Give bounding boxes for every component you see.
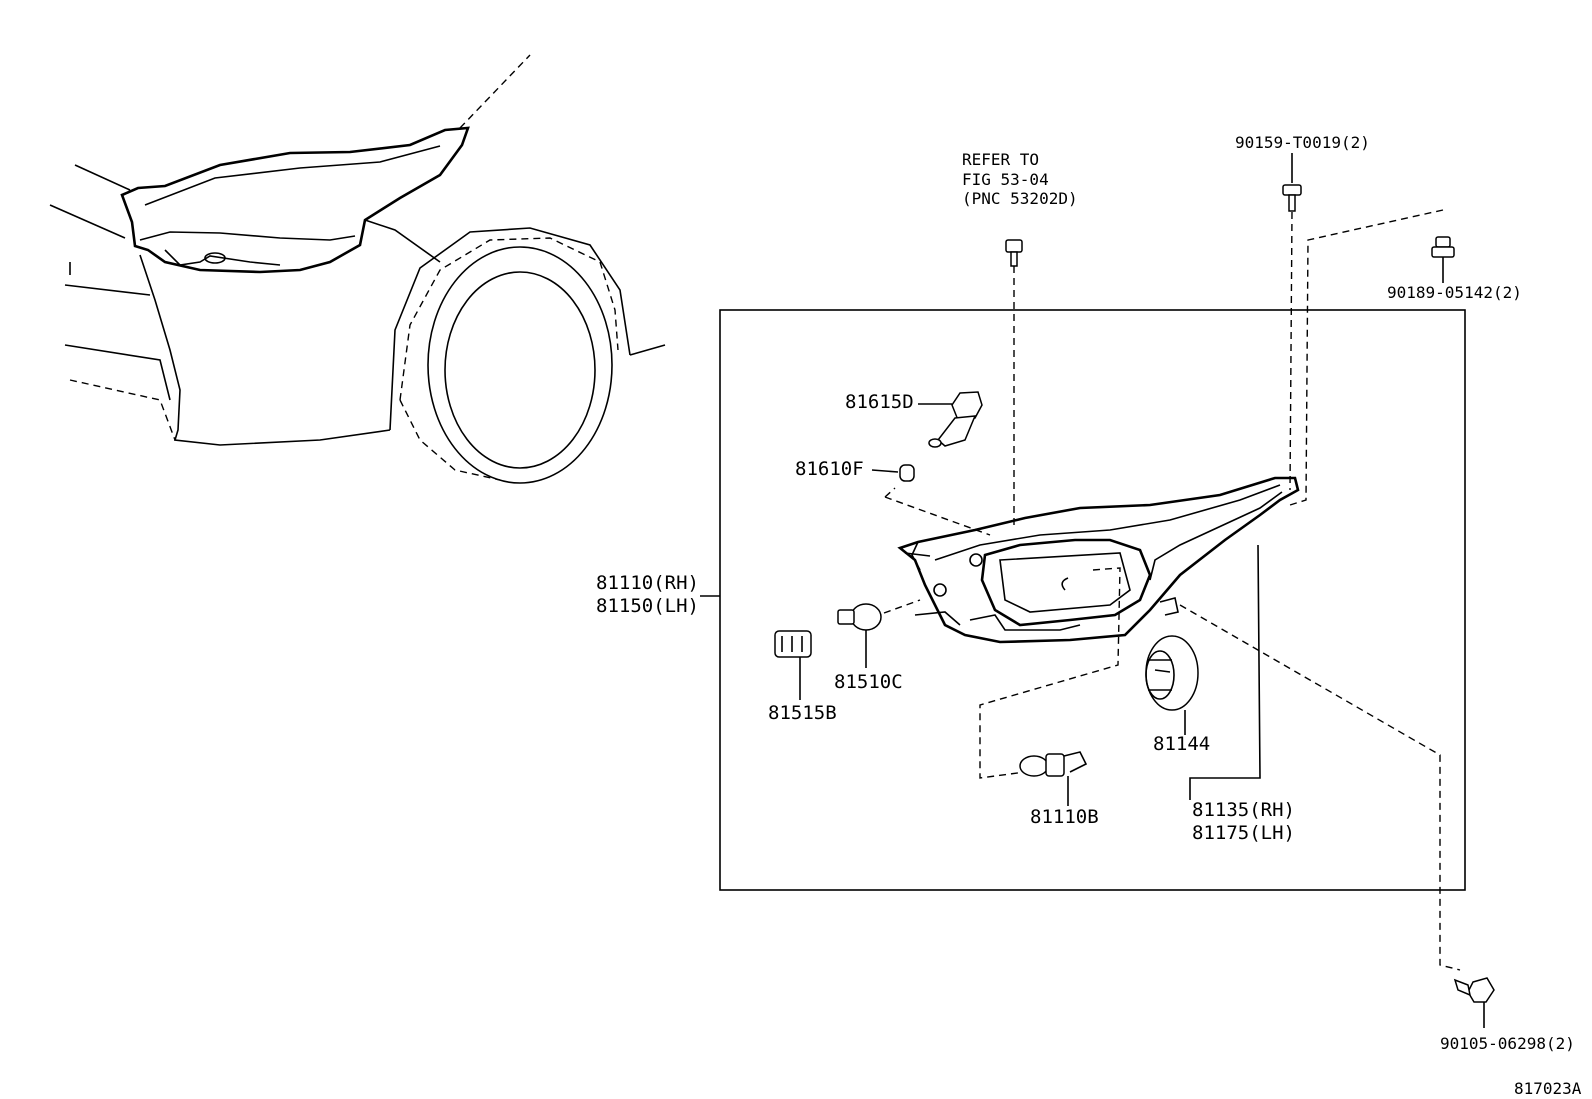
label-90105-06298: 90105-06298(2) bbox=[1440, 1034, 1575, 1053]
flange-bolt-icon bbox=[1453, 977, 1495, 1003]
label-81510c: 81510C bbox=[834, 671, 903, 693]
screw-icon bbox=[1282, 184, 1302, 212]
label-81110b: 81110B bbox=[1030, 806, 1099, 828]
assembly-frame bbox=[719, 309, 1466, 891]
refer-note: REFER TO FIG 53-04 (PNC 53202D) bbox=[962, 150, 1078, 208]
label-81144: 81144 bbox=[1153, 733, 1210, 755]
label-81135-rh: 81135(RH) bbox=[1192, 799, 1295, 821]
figure-id: 817023A bbox=[1514, 1079, 1582, 1098]
label-81110-rh: 81110(RH) bbox=[596, 572, 699, 594]
halogen-bulb-81110b-icon bbox=[1019, 751, 1088, 777]
vehicle-front-illustration bbox=[49, 54, 666, 484]
wedge-bulb-81610f-icon bbox=[899, 464, 915, 482]
label-81615d: 81615D bbox=[845, 391, 914, 413]
label-81515b: 81515B bbox=[768, 702, 837, 724]
label-90159-t0019: 90159-T0019(2) bbox=[1235, 133, 1370, 152]
clip-icon bbox=[1431, 236, 1455, 258]
label-81150-lh: 81150(LH) bbox=[596, 595, 699, 617]
mounting-bolt-icon bbox=[1005, 239, 1023, 267]
label-90189-05142: 90189-05142(2) bbox=[1387, 283, 1522, 302]
refer-line-2: FIG 53-04 bbox=[962, 170, 1049, 189]
socket-bulb-81615d-icon bbox=[928, 391, 983, 448]
headlamp-housing bbox=[897, 476, 1300, 644]
turn-bulb-81510c-icon bbox=[837, 603, 882, 631]
label-81175-lh: 81175(LH) bbox=[1192, 822, 1295, 844]
label-81610f: 81610F bbox=[795, 458, 864, 480]
dust-cover-81144-icon bbox=[1145, 635, 1199, 711]
socket-81515b-icon bbox=[774, 630, 812, 658]
refer-line-3: (PNC 53202D) bbox=[962, 189, 1078, 208]
refer-line-1: REFER TO bbox=[962, 150, 1039, 169]
